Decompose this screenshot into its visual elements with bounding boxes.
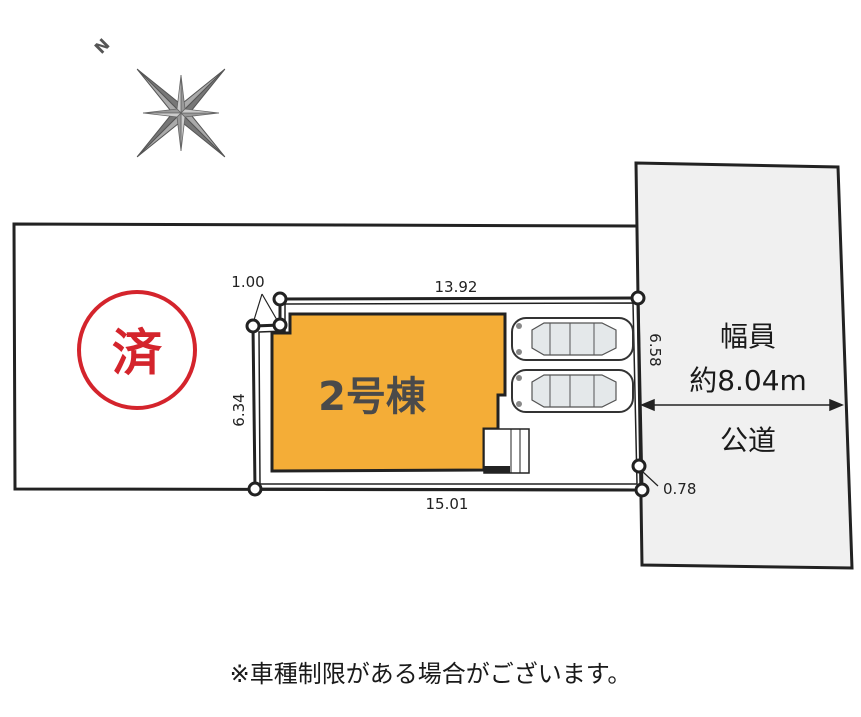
road-width-arrow xyxy=(640,398,844,412)
road-width-label: 幅員 xyxy=(720,320,776,353)
sold-stamp-text: 済 xyxy=(112,324,163,382)
road-width-value: 約8.04m xyxy=(689,364,807,397)
road-type: 公道 xyxy=(720,424,776,457)
sold-stamp: 済 xyxy=(77,290,197,410)
boundary-markers xyxy=(245,290,650,498)
dim-bottom: 15.01 xyxy=(426,495,469,513)
dim-corner-bottom-right: 0.78 xyxy=(663,480,696,498)
north-label: N xyxy=(91,35,114,58)
dim-top: 13.92 xyxy=(435,278,478,296)
building-label: 2号棟 xyxy=(318,374,427,420)
dim-right: 6.58 xyxy=(646,333,664,366)
dim-corner-top-left: 1.00 xyxy=(231,273,264,291)
car-icon xyxy=(511,369,634,413)
compass-rose-icon xyxy=(136,68,226,158)
entrance-steps xyxy=(483,428,530,474)
dim-left: 6.34 xyxy=(230,393,248,426)
footnote: ※車種制限がある場合がございます。 xyxy=(229,660,632,688)
leader-lines xyxy=(253,293,659,487)
car-icon xyxy=(511,317,634,361)
